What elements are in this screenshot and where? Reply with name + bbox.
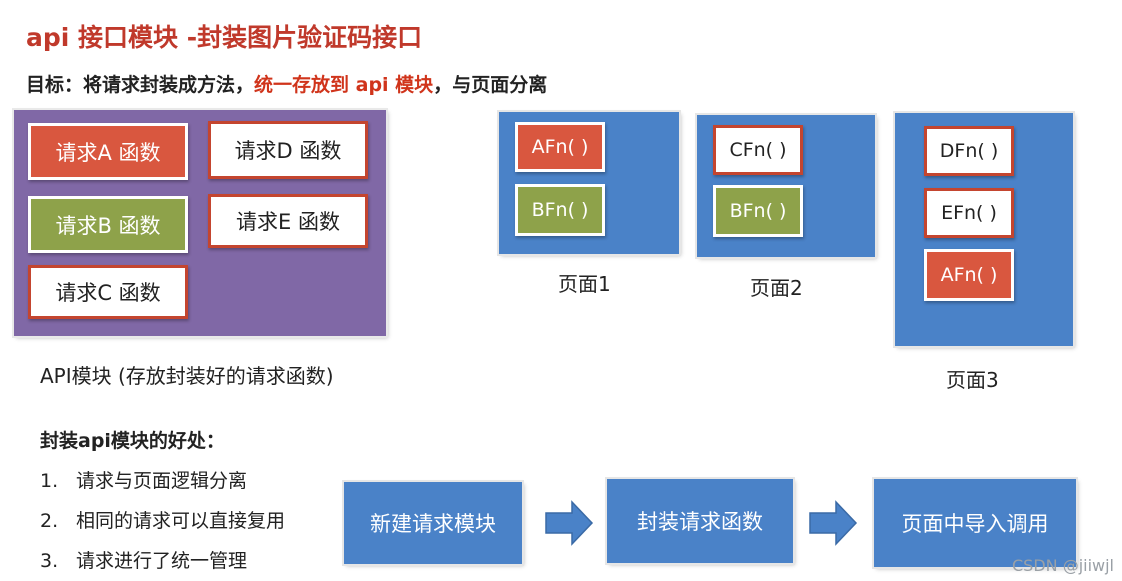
api-module-caption: API模块 (存放封装好的请求函数) [40,364,334,388]
page-3-dfn: DFn( ) [924,126,1014,176]
page-2-caption: 页面2 [750,276,803,300]
benefit-item-2: 2. 相同的请求可以直接复用 [40,506,285,533]
benefit-text: 请求与页面逻辑分离 [76,470,248,492]
flow-step-3: 页面中导入调用 [874,479,1076,567]
api-module-panel: 请求A 函数 请求B 函数 请求C 函数 请求D 函数 请求E 函数 [14,110,386,336]
benefits-title: 封装api模块的好处： [40,430,225,452]
flow-arrow-icon [809,500,858,546]
request-a-function: 请求A 函数 [28,123,188,180]
benefit-num: 2. [40,510,59,532]
goal-suffix: ，与页面分离 [433,74,548,96]
page-1-bfn: BFn( ) [515,184,605,236]
page-3-caption: 页面3 [946,368,999,392]
benefit-num: 3. [40,550,59,572]
page-2-bfn: BFn( ) [713,185,803,237]
goal-highlight: 统一存放到 api 模块 [254,74,434,96]
request-c-function: 请求C 函数 [28,265,188,319]
page-3-efn: EFn( ) [924,188,1014,238]
flow-arrow-icon [545,500,594,546]
benefit-num: 1. [40,470,59,492]
benefit-text: 相同的请求可以直接复用 [76,510,286,532]
page-1: AFn( ) BFn( ) [499,112,679,254]
page-1-afn: AFn( ) [515,122,605,172]
request-e-function: 请求E 函数 [208,194,368,248]
flow-step-2: 封装请求函数 [607,479,793,563]
goal-statement: 目标：将请求封装成方法，统一存放到 api 模块，与页面分离 [26,70,547,97]
request-b-function: 请求B 函数 [28,196,188,253]
page-2: CFn( ) BFn( ) [697,115,875,257]
watermark: CSDN @jiiwjl [1011,556,1114,575]
page-1-caption: 页面1 [558,272,611,296]
page-2-cfn: CFn( ) [713,125,803,175]
request-d-function: 请求D 函数 [208,121,368,179]
goal-prefix: 目标：将请求封装成方法， [26,74,255,96]
slide-title: api 接口模块 -封装图片验证码接口 [26,23,423,52]
page-3: DFn( ) EFn( ) AFn( ) [895,113,1073,346]
flow-step-1: 新建请求模块 [344,482,522,564]
page-3-afn: AFn( ) [924,249,1014,301]
benefit-item-1: 1. 请求与页面逻辑分离 [40,466,247,493]
benefit-text: 请求进行了统一管理 [76,550,248,572]
benefit-item-3: 3. 请求进行了统一管理 [40,546,247,573]
